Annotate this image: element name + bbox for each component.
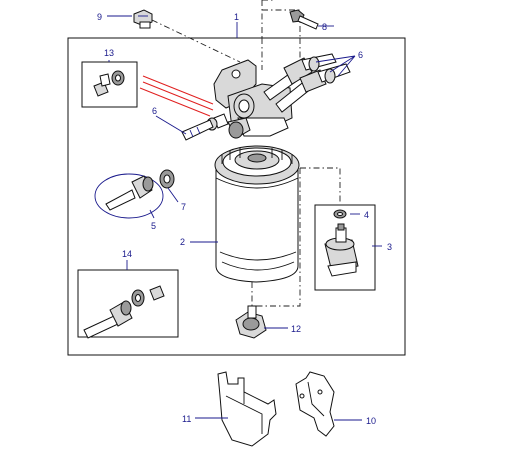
sensor-part-3 bbox=[324, 223, 359, 277]
kit-box-13 bbox=[81, 61, 138, 108]
bolt-part-9 bbox=[133, 9, 153, 29]
filter-head-housing bbox=[181, 59, 293, 141]
sensor-box-3 bbox=[314, 204, 376, 291]
callout-12: 12 bbox=[291, 324, 301, 334]
drain-valve-12 bbox=[235, 305, 267, 339]
leader-lines bbox=[107, 15, 382, 421]
bracket-part-10 bbox=[295, 371, 335, 437]
callout-6-left: 6 bbox=[152, 106, 157, 116]
washer-part-7 bbox=[159, 169, 175, 189]
highlight-lines bbox=[139, 75, 214, 117]
fitting-kit-part-14 bbox=[83, 285, 165, 339]
callout-6-upper: 6 bbox=[358, 50, 363, 60]
callout-10: 10 bbox=[366, 416, 376, 426]
kit-box-14 bbox=[77, 269, 179, 338]
callout-8: 8 bbox=[322, 22, 327, 32]
bleed-screw-part-13 bbox=[93, 70, 125, 97]
callout-2: 2 bbox=[180, 237, 185, 247]
callout-4: 4 bbox=[364, 210, 369, 220]
callout-1: 1 bbox=[234, 12, 239, 22]
pipe-connectors-6 bbox=[263, 53, 351, 113]
filter-cartridge-2 bbox=[214, 145, 300, 283]
callout-5: 5 bbox=[151, 221, 156, 231]
callout-3: 3 bbox=[387, 242, 392, 252]
callout-11: 11 bbox=[182, 414, 191, 424]
reference-lines bbox=[151, 0, 341, 316]
callout-7: 7 bbox=[181, 202, 186, 212]
bolt-part-8 bbox=[289, 9, 319, 30]
callout-13: 13 bbox=[104, 48, 114, 58]
main-assembly-frame bbox=[67, 37, 406, 356]
bracket-part-11 bbox=[217, 371, 277, 447]
callout-9: 9 bbox=[97, 12, 102, 22]
callout-14: 14 bbox=[122, 249, 132, 259]
washer-part-4 bbox=[333, 209, 347, 219]
fitting-group-outline-5 bbox=[94, 173, 164, 219]
fitting-part-5 bbox=[105, 175, 154, 211]
